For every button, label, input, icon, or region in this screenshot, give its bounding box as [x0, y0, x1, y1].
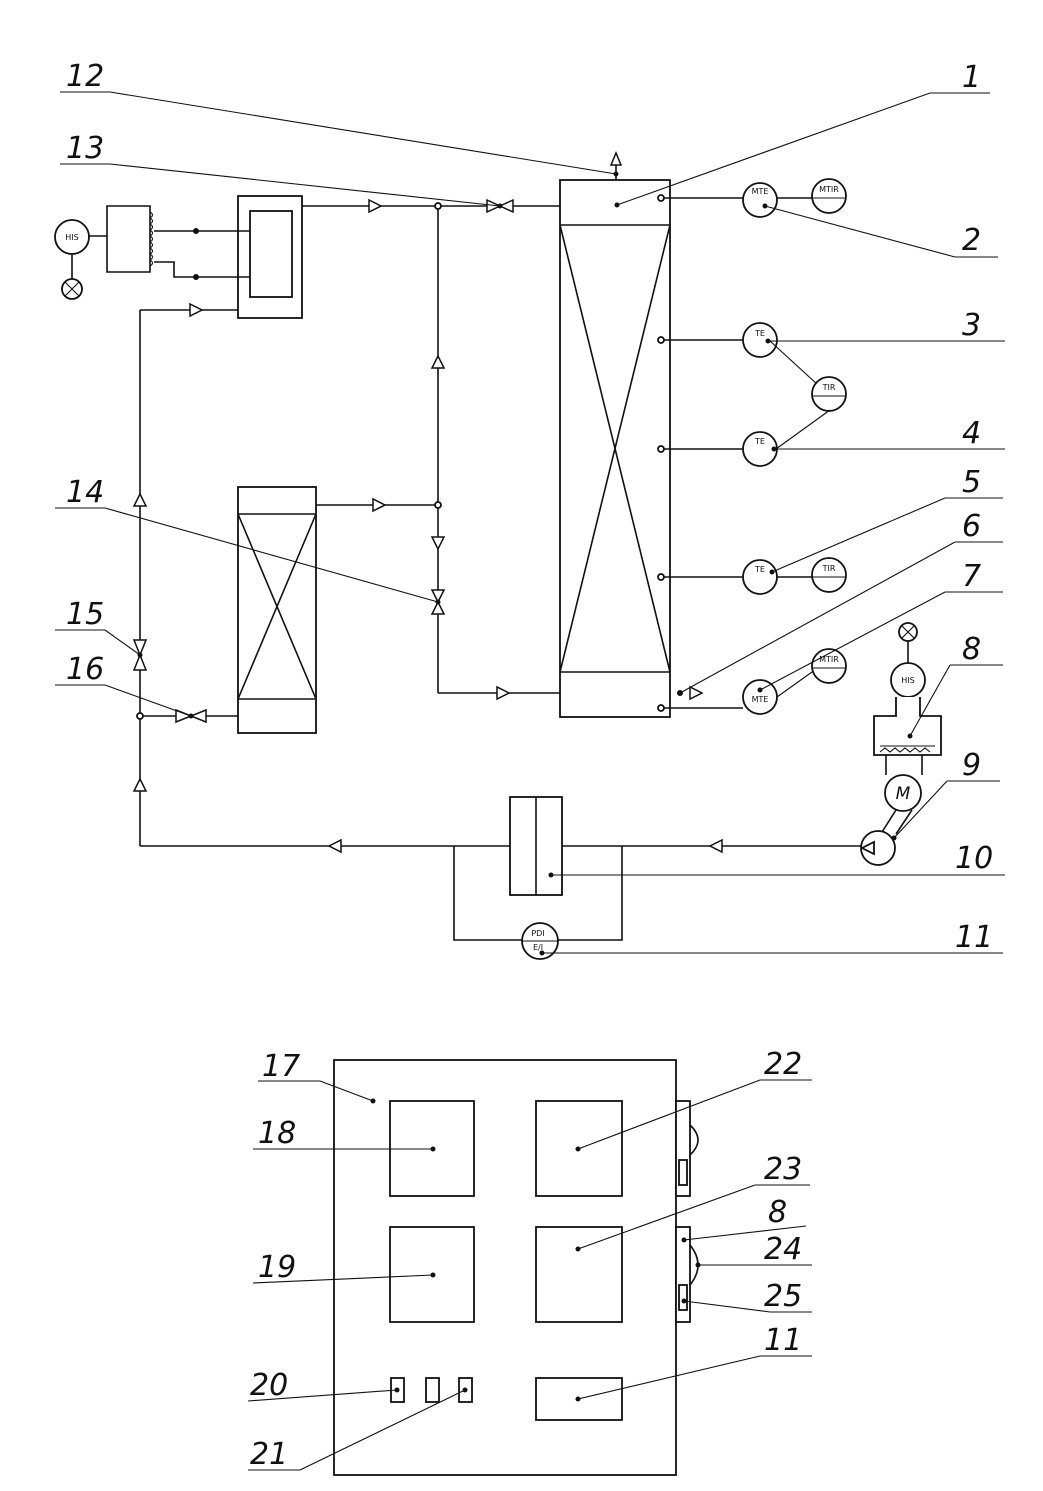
hs-right-tag: HIS [901, 676, 914, 685]
pdi-bottom-tag: E/I [533, 943, 543, 952]
label-1: 1 [962, 60, 981, 95]
valves [132, 198, 514, 724]
label-6: 6 [962, 509, 981, 544]
labels-bottom: 17 18 19 20 21 22 23 8 24 25 11 [250, 1047, 802, 1472]
pdi-instrument: PDI E/I [521, 922, 559, 960]
label-10: 10 [955, 841, 993, 876]
leader-lines-bottom [247, 1079, 812, 1471]
label-11-bottom: 11 [764, 1323, 802, 1358]
label-23: 23 [764, 1152, 802, 1187]
fan-drive: HIS M [859, 622, 942, 866]
instrument-mte-bottom: MTE MTIR [657, 648, 847, 715]
mtr-top-tag: MTIR [819, 185, 839, 194]
heater-unit [193, 195, 303, 319]
motor-tag: M [896, 784, 911, 804]
mte-bot-tag: MTE [752, 695, 769, 704]
instrument-te-4: TE [657, 409, 831, 467]
secondary-column [237, 486, 317, 734]
label-8-bottom: 8 [768, 1195, 787, 1230]
pdi-top-tag: PDI [531, 929, 544, 938]
mtr-bot-tag: MTIR [819, 655, 839, 664]
label-8: 8 [962, 632, 981, 667]
label-5: 5 [962, 465, 981, 500]
label-4: 4 [962, 416, 981, 451]
instrument-tir-mid: TIR [811, 376, 847, 412]
panel-23 [535, 1226, 623, 1323]
label-15: 15 [66, 597, 104, 632]
te-5-tag: TE [754, 565, 765, 574]
switch-middle [425, 1377, 440, 1403]
label-22: 22 [764, 1047, 802, 1082]
label-20: 20 [250, 1368, 288, 1403]
te-3-tag: TE [754, 329, 765, 338]
flow-arrows [132, 198, 723, 854]
label-7: 7 [962, 559, 981, 594]
label-11: 11 [955, 920, 993, 955]
transformer [89, 205, 196, 278]
label-25: 25 [764, 1279, 802, 1314]
label-17: 17 [262, 1049, 300, 1084]
instrument-te-5: TE TIR [657, 557, 847, 595]
tir-mid-tag: TIR [822, 383, 836, 392]
instrument-te-3: TE [657, 322, 819, 386]
instrument-mte-top: MTE MTIR [657, 178, 847, 218]
label-13: 13 [66, 131, 104, 166]
main-column [559, 179, 671, 718]
hs-switch-left: HIS [54, 219, 90, 300]
labels-top: 1 2 3 4 5 6 7 8 9 10 11 12 13 14 15 16 [66, 59, 993, 955]
tir-5-tag: TIR [822, 564, 836, 573]
filter-unit [509, 796, 563, 896]
label-18: 18 [258, 1116, 296, 1151]
hs-left-tag: HIS [65, 233, 78, 242]
control-cabinet [333, 1059, 701, 1476]
vent-arrow [609, 151, 623, 180]
label-12: 12 [66, 59, 104, 94]
label-16: 16 [66, 652, 104, 687]
leader-lines-top [55, 91, 1005, 954]
te-4-tag: TE [754, 437, 765, 446]
label-3: 3 [962, 308, 981, 343]
label-14: 14 [66, 475, 104, 510]
label-9: 9 [962, 748, 981, 783]
label-24: 24 [764, 1232, 802, 1267]
label-21: 21 [250, 1437, 288, 1472]
label-19: 19 [258, 1250, 296, 1285]
label-2: 2 [962, 223, 981, 258]
mte-top-tag: MTE [752, 187, 769, 196]
